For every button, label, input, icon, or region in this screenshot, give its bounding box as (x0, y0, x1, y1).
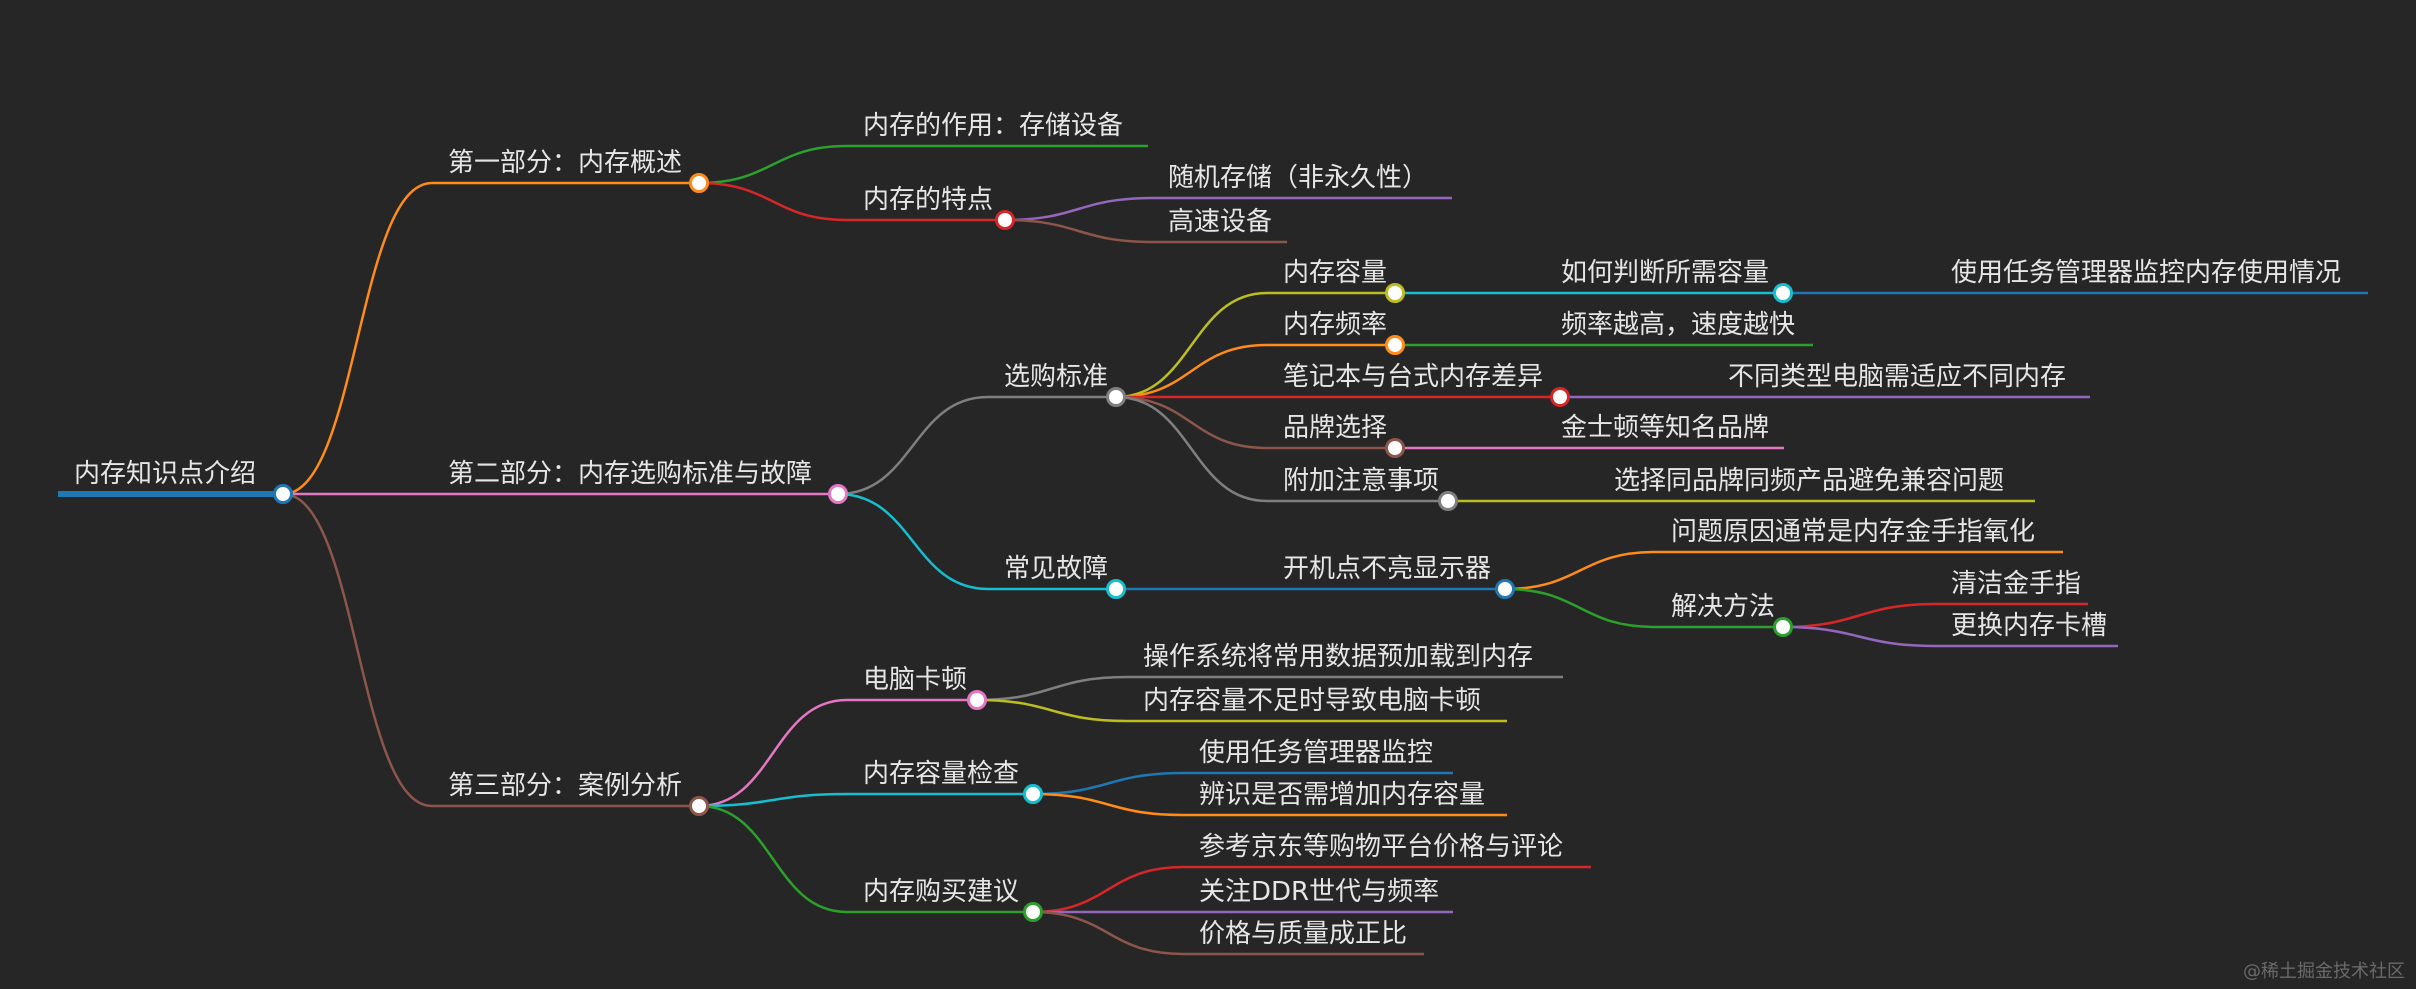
topic-label: 如何判断所需容量 (1561, 258, 1769, 288)
connector-line (976, 698, 1128, 723)
connector-line (1115, 395, 1268, 503)
collapse-toggle[interactable] (1023, 902, 1043, 922)
topic-label: 内存容量检查 (863, 759, 1019, 789)
collapse-toggle[interactable] (967, 690, 987, 710)
topic-label: 参考京东等购物平台价格与评论 (1199, 832, 1563, 862)
connector-line (976, 675, 1128, 702)
topic-label: 内存容量 (1283, 258, 1387, 288)
connector-line (1032, 771, 1184, 796)
topic-label: 第一部分：内存概述 (448, 148, 682, 178)
connector-line (837, 492, 989, 591)
connector-line (1004, 196, 1153, 222)
connector-line (698, 698, 848, 808)
topic-label: 内存的特点 (863, 185, 993, 215)
connector-line (837, 395, 989, 496)
collapse-toggle[interactable] (1773, 617, 1793, 637)
topic-label: 解决方法 (1671, 592, 1775, 622)
topic-label: 随机存储（非永久性） (1168, 163, 1428, 193)
topic-label: 内存频率 (1283, 310, 1387, 340)
collapse-toggle[interactable] (1773, 283, 1793, 303)
topic-label: 笔记本与台式内存差异 (1283, 362, 1543, 392)
topic-label: 不同类型电脑需适应不同内存 (1728, 362, 2066, 392)
topic-label: 选购标准 (1004, 362, 1108, 392)
collapse-toggle[interactable] (1023, 784, 1043, 804)
connector-line (1504, 587, 1656, 629)
connector-line (1115, 291, 1268, 399)
topic-label: 价格与质量成正比 (1199, 919, 1407, 949)
topic-label: 附加注意事项 (1283, 466, 1439, 496)
connector-line (1032, 910, 1184, 956)
collapse-toggle[interactable] (1106, 387, 1126, 407)
topic-label: 开机点不亮显示器 (1283, 554, 1491, 584)
collapse-toggle[interactable] (828, 484, 848, 504)
topic-label: 问题原因通常是内存金手指氧化 (1671, 517, 2035, 547)
topic-label: 使用任务管理器监控内存使用情况 (1951, 258, 2341, 288)
connector-line (1782, 602, 1936, 629)
collapse-toggle[interactable] (1385, 438, 1405, 458)
topic-label: 辨识是否需增加内存容量 (1199, 780, 1485, 810)
collapse-toggle[interactable] (1438, 491, 1458, 511)
connector-line (698, 804, 848, 914)
collapse-toggle[interactable] (995, 210, 1015, 230)
connector-line (698, 792, 848, 808)
topic-label: 电脑卡顿 (863, 665, 967, 695)
collapse-toggle[interactable] (689, 796, 709, 816)
topic-label: 内存购买建议 (863, 877, 1019, 907)
topic-label: 第二部分：内存选购标准与故障 (448, 459, 812, 489)
topic-label: 常见故障 (1004, 554, 1108, 584)
topic-label: 清洁金手指 (1951, 569, 2081, 599)
collapse-toggle[interactable] (1495, 579, 1515, 599)
connector-line (698, 144, 848, 185)
collapse-toggle[interactable] (273, 484, 293, 504)
connector-line (1504, 550, 1656, 591)
connector-line (1032, 792, 1184, 817)
topic-label: 使用任务管理器监控 (1199, 738, 1433, 768)
topic-label: 关注DDR世代与频率 (1199, 877, 1439, 907)
topic-label: 第三部分：案例分析 (448, 771, 682, 801)
collapse-toggle[interactable] (1106, 579, 1126, 599)
topic-label: 金士顿等知名品牌 (1561, 413, 1769, 443)
connector-line (282, 181, 433, 496)
topic-label: 内存容量不足时导致电脑卡顿 (1143, 686, 1481, 716)
connector-line (282, 492, 433, 808)
root-topic: 内存知识点介绍 (74, 459, 256, 489)
topic-label: 操作系统将常用数据预加载到内存 (1143, 642, 1533, 672)
connector-line (698, 181, 848, 222)
connector-line (1115, 343, 1268, 399)
connector-line (1032, 865, 1184, 914)
collapse-toggle[interactable] (689, 173, 709, 193)
watermark: @稀土掘金技术社区 (2243, 961, 2405, 982)
collapse-toggle[interactable] (1385, 335, 1405, 355)
connector-line (1782, 625, 1936, 648)
topic-label: 品牌选择 (1283, 413, 1387, 443)
topic-label: 频率越高，速度越快 (1561, 310, 1795, 340)
topic-label: 高速设备 (1168, 207, 1272, 237)
collapse-toggle[interactable] (1385, 283, 1405, 303)
topic-label: 内存的作用：存储设备 (863, 111, 1123, 141)
connector-line (1004, 218, 1153, 244)
connector-line (1115, 395, 1268, 450)
collapse-toggle[interactable] (1550, 387, 1570, 407)
topic-label: 更换内存卡槽 (1951, 611, 2107, 641)
topic-label: 选择同品牌同频产品避免兼容问题 (1614, 466, 2004, 496)
